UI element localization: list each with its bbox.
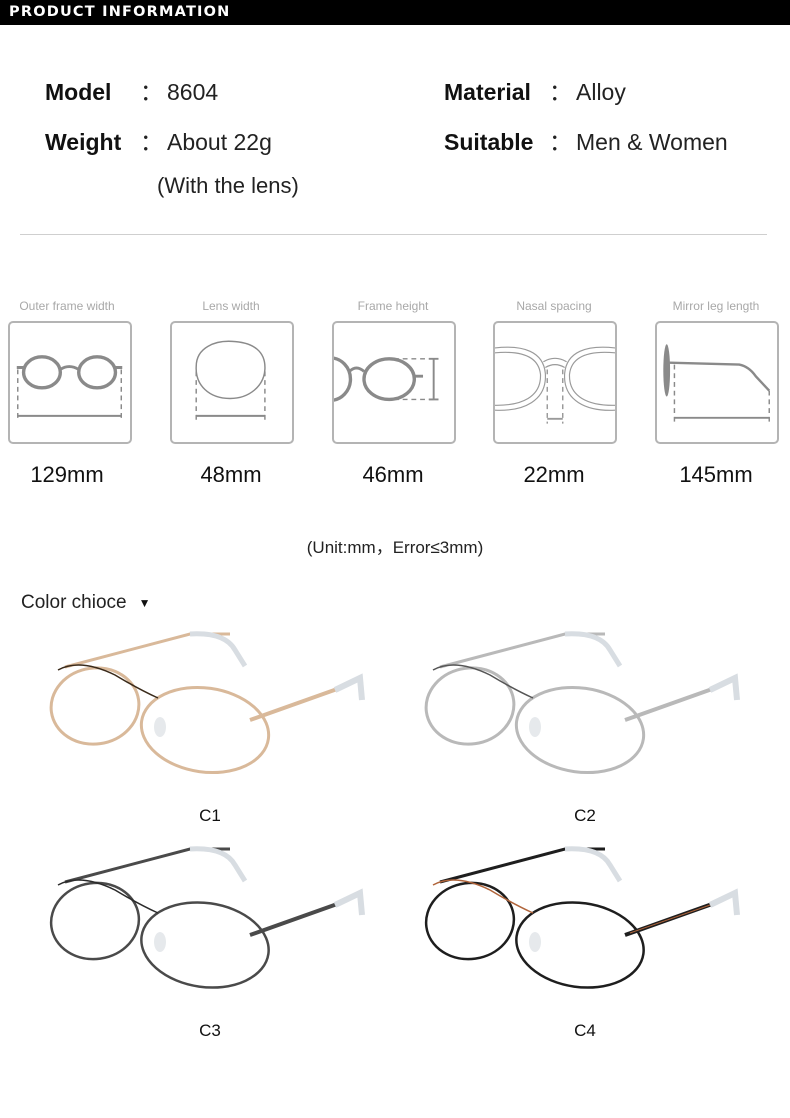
measure-value: 48mm	[200, 462, 262, 487]
measure-lens-width: Lens width 48mm	[161, 298, 301, 487]
glasses-gunmetal-image-icon	[49, 846, 365, 989]
variant-code: C2	[574, 806, 596, 825]
spec-suitable-label: Suitable	[444, 129, 534, 155]
spec-separator: ：	[549, 129, 572, 155]
measure-caption: Mirror leg length	[672, 299, 760, 313]
glasses-gold-image-icon	[49, 631, 365, 775]
spec-weight: Weight ： About 22g	[45, 123, 272, 157]
spec-material-value: Alloy	[576, 79, 626, 105]
spec-weight-value: About 22g	[167, 129, 272, 155]
caret-down-icon: ▼	[138, 596, 151, 610]
mirror-leg-length-diagram-icon	[655, 321, 779, 444]
measure-caption: Lens width	[202, 299, 260, 313]
divider	[20, 234, 767, 235]
lens-width-diagram-icon	[170, 321, 294, 444]
frame-height-diagram-icon	[332, 321, 456, 444]
variant-code: C3	[199, 1021, 221, 1040]
measure-caption: Frame height	[357, 299, 429, 313]
variant-code: C1	[199, 806, 221, 825]
variant-c2[interactable]: C2	[415, 620, 755, 830]
measure-value: 129mm	[30, 462, 104, 487]
glasses-black-copper-image-icon	[424, 846, 740, 989]
spec-model-value: 8604	[167, 79, 219, 105]
spec-suitable-value: Men & Women	[576, 129, 728, 155]
spec-model-label: Model	[45, 79, 112, 105]
variant-c3[interactable]: C3	[40, 835, 380, 1045]
measure-mirror-leg-length: Mirror leg length 145mm	[646, 298, 786, 487]
outer-frame-width-diagram-icon	[8, 321, 132, 444]
measure-caption: Nasal spacing	[516, 299, 592, 313]
glasses-silver-image-icon	[424, 631, 740, 775]
color-choice-heading: Color chioce ▼	[21, 592, 151, 614]
measure-value: 46mm	[362, 462, 424, 487]
spec-material: Material ： Alloy	[444, 73, 626, 107]
spec-separator: ：	[140, 129, 163, 155]
measure-nasal-spacing: Nasal spacing 22mm	[484, 298, 624, 487]
spec-material-label: Material	[444, 79, 531, 105]
spec-weight-note: (With the lens)	[157, 173, 299, 198]
spec-separator: ：	[549, 79, 572, 105]
spec-model: Model ： 8604	[45, 73, 218, 107]
measure-caption: Outer frame width	[19, 299, 115, 313]
variant-c4[interactable]: C4	[415, 835, 755, 1045]
measure-outer-frame-width: Outer frame width 129mm	[0, 298, 137, 487]
unit-note: (Unit:mm，Error≤3mm)	[306, 538, 484, 557]
spec-suitable: Suitable ： Men & Women	[444, 123, 728, 157]
nasal-spacing-diagram-icon	[493, 321, 617, 444]
variant-c1[interactable]: C1	[40, 620, 380, 830]
measure-frame-height: Frame height 46mm	[323, 298, 463, 487]
spec-weight-label: Weight	[45, 129, 122, 155]
section-header-bar: PRODUCT INFORMATION	[0, 0, 790, 25]
measure-value: 22mm	[523, 462, 585, 487]
spec-separator: ：	[140, 79, 163, 105]
measure-value: 145mm	[679, 462, 753, 487]
variant-code: C4	[574, 1021, 596, 1040]
color-choice-label: Color chioce	[21, 592, 127, 613]
section-title: PRODUCT INFORMATION	[9, 4, 231, 20]
